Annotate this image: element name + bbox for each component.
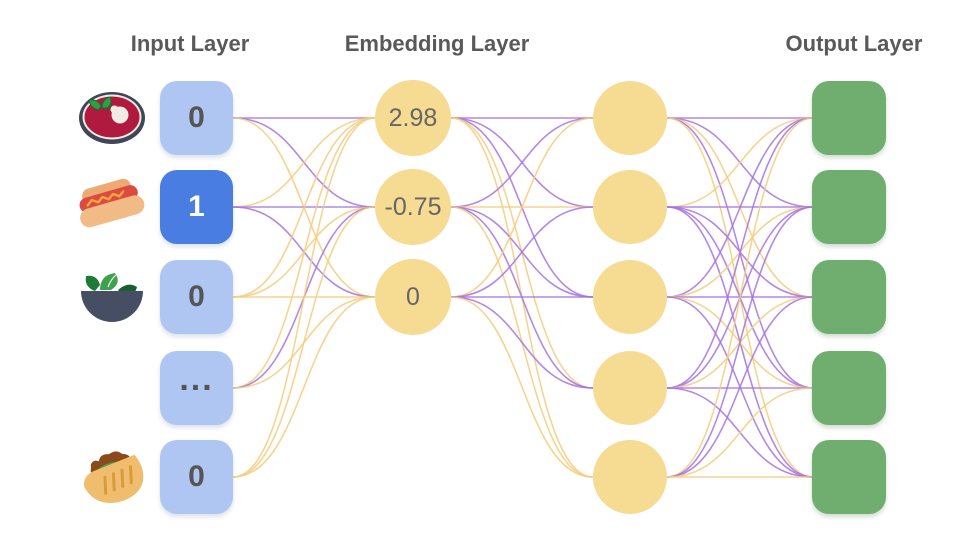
borscht-soup-icon	[78, 89, 146, 152]
input-node-value: 1	[188, 190, 205, 223]
stuffed-flatbread-icon	[78, 446, 146, 513]
input-node-flatbread: 0	[160, 440, 233, 514]
hidden-node-4	[593, 351, 667, 425]
embedding-node-value: 0	[406, 282, 420, 311]
output-layer-title: Output Layer	[785, 31, 923, 56]
input-node-value: ...	[179, 359, 214, 398]
output-node-1	[812, 81, 886, 155]
input-node-value: 0	[188, 460, 205, 493]
embedding-node-2: -0.75	[375, 169, 451, 245]
input-node-value: 0	[188, 280, 205, 313]
embedding-node-value: -0.75	[384, 192, 442, 221]
embedding-node-3: 0	[375, 259, 451, 335]
input-node-hot-dog-active: 1	[160, 170, 233, 244]
embedding-layer-title: Embedding Layer	[344, 31, 530, 56]
input-node-ellipsis: ...	[160, 351, 233, 425]
output-node-3	[812, 260, 886, 334]
hidden-node-1	[593, 81, 667, 155]
input-node-salad: 0	[160, 260, 233, 334]
hidden-node-3	[593, 260, 667, 334]
input-node-value: 0	[188, 101, 205, 134]
input-layer-title: Input Layer	[130, 31, 250, 56]
input-node-borscht: 0	[160, 81, 233, 155]
hot-dog-icon	[74, 176, 148, 243]
embedding-node-1: 2.98	[375, 80, 451, 156]
output-node-4	[812, 351, 886, 425]
hidden-node-5	[593, 440, 667, 514]
hidden-node-2	[593, 170, 667, 244]
output-node-5	[812, 440, 886, 514]
green-salad-icon	[79, 266, 145, 331]
output-node-2	[812, 170, 886, 244]
embedding-node-value: 2.98	[388, 103, 438, 132]
